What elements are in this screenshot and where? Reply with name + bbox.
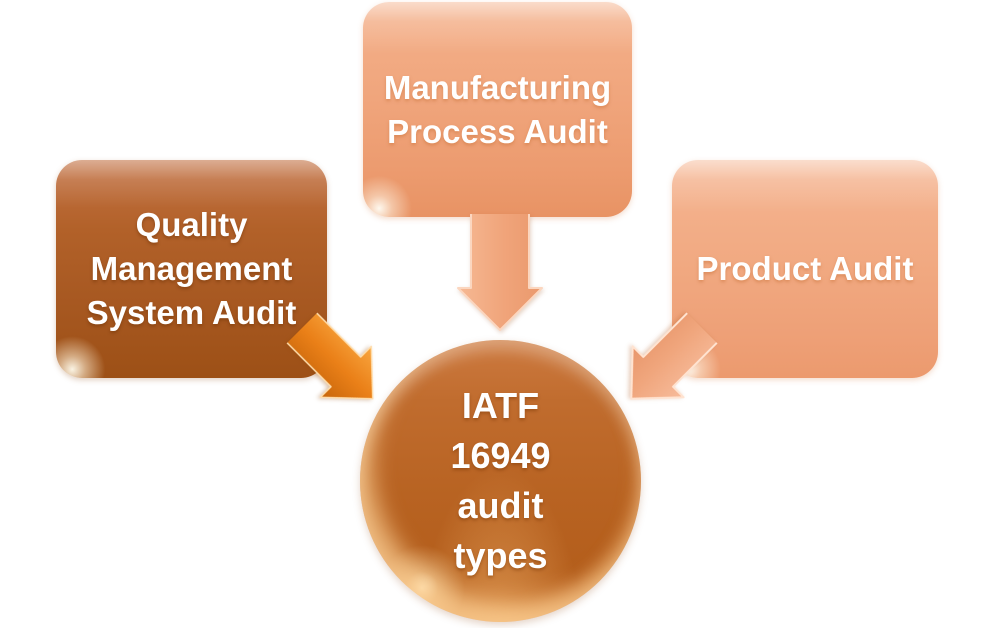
box-label-line: Manufacturing xyxy=(383,68,612,106)
circle-label-line: IATF xyxy=(461,385,540,426)
arrow-manufacturing-to-center xyxy=(457,214,543,331)
box-manufacturing-process-audit: Manufacturing Process Audit xyxy=(363,2,632,217)
box-label-line: Management xyxy=(90,250,293,287)
circle-label-line: types xyxy=(453,535,548,576)
box-product-audit: Product Audit xyxy=(672,160,938,378)
circle-label-line: 16949 xyxy=(450,435,551,476)
box-label-line: System Audit xyxy=(86,294,297,331)
box-label-line: Quality xyxy=(135,206,248,243)
center-circle-iatf-16949-audit-types: IATF 16949 audit types xyxy=(360,340,641,622)
box-quality-management-system-audit: Quality Management System Audit xyxy=(56,160,327,378)
box-label-line: Process Audit xyxy=(387,112,608,150)
box-label-line: Product Audit xyxy=(696,250,914,287)
circle-label-line: audit xyxy=(457,485,544,526)
